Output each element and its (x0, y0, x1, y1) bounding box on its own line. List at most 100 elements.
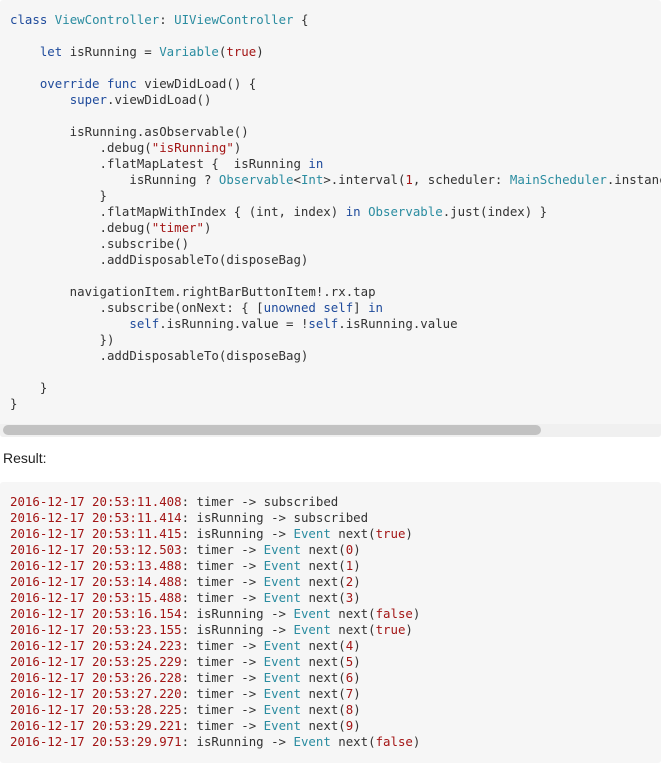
code-token (10, 44, 40, 59)
log-event-type: Event (263, 542, 301, 557)
code-token: >.interval( (323, 172, 406, 187)
code-token: } (10, 396, 18, 411)
log-event-type: Event (263, 654, 301, 669)
log-source: isRunning (196, 622, 264, 637)
log-value: 2 (345, 574, 354, 589)
log-timestamp: 2016-12-17 20:53:24.223 (10, 638, 182, 653)
code-token (361, 204, 368, 219)
log-line: 2016-12-17 20:53:24.223: timer -> Event … (10, 638, 361, 653)
log-source: isRunning (196, 526, 264, 541)
code-token: super (69, 92, 107, 107)
code-token: ( (218, 44, 227, 59)
log-source: isRunning (196, 734, 264, 749)
log-line: 2016-12-17 20:53:11.414: isRunning -> su… (10, 510, 369, 525)
code-line: isRunning.asObservable() (10, 124, 249, 139)
code-token: MainScheduler (509, 172, 607, 187)
log-source: timer (196, 654, 234, 669)
code-token: override (39, 76, 100, 91)
code-line: override func viewDidLoad() { (10, 76, 256, 91)
horizontal-scrollbar-thumb[interactable] (3, 425, 541, 435)
code-token: .just(index) } (442, 204, 548, 219)
log-source: timer (196, 542, 234, 557)
code-line: .debug("timer") (10, 220, 212, 235)
code-token: .viewDidLoad() (107, 92, 212, 107)
log-line: 2016-12-17 20:53:29.221: timer -> Event … (10, 718, 361, 733)
log-timestamp: 2016-12-17 20:53:26.228 (10, 670, 182, 685)
log-message: next (308, 542, 339, 557)
code-token: true (226, 44, 257, 59)
code-token: in (308, 156, 324, 171)
log-event-type: Event (263, 590, 301, 605)
code-token: unowned (263, 300, 316, 315)
log-source: isRunning (196, 510, 264, 525)
log-line: 2016-12-17 20:53:14.488: timer -> Event … (10, 574, 361, 589)
log-source: timer (196, 590, 234, 605)
code-line: class ViewController: UIViewController { (10, 12, 308, 27)
code-token: ] (353, 300, 369, 315)
code-token: Variable (159, 44, 219, 59)
code-token: ) (233, 140, 242, 155)
log-timestamp: 2016-12-17 20:53:12.503 (10, 542, 182, 557)
code-token (47, 12, 54, 27)
code-token: func (107, 76, 137, 91)
log-message: next (308, 638, 339, 653)
console-output: 2016-12-17 20:53:11.408: timer -> subscr… (0, 482, 661, 763)
code-token: in (368, 300, 384, 315)
code-token: class (10, 12, 48, 27)
code-line: .flatMapLatest { isRunning in (10, 156, 324, 171)
log-message: next (308, 590, 339, 605)
code-line: .addDisposableTo(disposeBag) (10, 348, 309, 363)
log-line: 2016-12-17 20:53:15.488: timer -> Event … (10, 590, 361, 605)
code-token: "isRunning" (151, 140, 234, 155)
code-token: }) (10, 332, 115, 347)
log-source: timer (196, 718, 234, 733)
log-message: next (308, 574, 339, 589)
log-timestamp: 2016-12-17 20:53:11.408 (10, 494, 182, 509)
code-token: "timer" (151, 220, 204, 235)
code-token: .debug( (10, 140, 152, 155)
code-token: } (10, 380, 48, 395)
log-event-type: Event (293, 734, 331, 749)
code-line: let isRunning = Variable(true) (10, 44, 264, 59)
log-timestamp: 2016-12-17 20:53:11.415 (10, 526, 182, 541)
code-token: self (308, 316, 339, 331)
result-label: Result: (3, 450, 47, 466)
log-line: 2016-12-17 20:53:16.154: isRunning -> Ev… (10, 606, 421, 621)
log-message: next (338, 526, 369, 541)
log-timestamp: 2016-12-17 20:53:29.221 (10, 718, 182, 733)
log-message: next (338, 606, 369, 621)
log-source: timer (196, 638, 234, 653)
code-line: .addDisposableTo(disposeBag) (10, 252, 309, 267)
log-timestamp: 2016-12-17 20:53:27.220 (10, 686, 182, 701)
log-message: next (338, 734, 369, 749)
code-token: .subscribe(onNext: { [ (10, 300, 264, 315)
log-value: 7 (345, 686, 354, 701)
log-value: true (375, 622, 406, 637)
log-output: 2016-12-17 20:53:11.408: timer -> subscr… (10, 494, 420, 750)
code-line: } (10, 396, 17, 411)
log-line: 2016-12-17 20:53:23.155: isRunning -> Ev… (10, 622, 413, 637)
log-line: 2016-12-17 20:53:29.971: isRunning -> Ev… (10, 734, 421, 749)
code-token: .isRunning.value = ! (159, 316, 309, 331)
log-message: next (338, 622, 369, 637)
log-source: timer (196, 558, 234, 573)
log-value: 8 (345, 702, 354, 717)
log-source: timer (196, 494, 234, 509)
log-value: 3 (345, 590, 354, 605)
code-token: .addDisposableTo(disposeBag) (10, 252, 309, 267)
log-value: false (375, 606, 413, 621)
code-token: 1 (405, 172, 413, 187)
code-line: super.viewDidLoad() (10, 92, 212, 107)
code-line: self.isRunning.value = !self.isRunning.v… (10, 316, 457, 331)
log-message: next (308, 670, 339, 685)
log-timestamp: 2016-12-17 20:53:13.488 (10, 558, 182, 573)
code-token: isRunning ? (10, 172, 219, 187)
log-source: timer (196, 670, 234, 685)
log-timestamp: 2016-12-17 20:53:25.229 (10, 654, 182, 669)
code-token: .instance) : .empty() (606, 172, 661, 187)
code-token: , scheduler: (412, 172, 510, 187)
log-value: 9 (345, 718, 354, 733)
code-token: Int (300, 172, 324, 187)
log-event-type: Event (263, 686, 301, 701)
code-token: let (39, 44, 63, 59)
